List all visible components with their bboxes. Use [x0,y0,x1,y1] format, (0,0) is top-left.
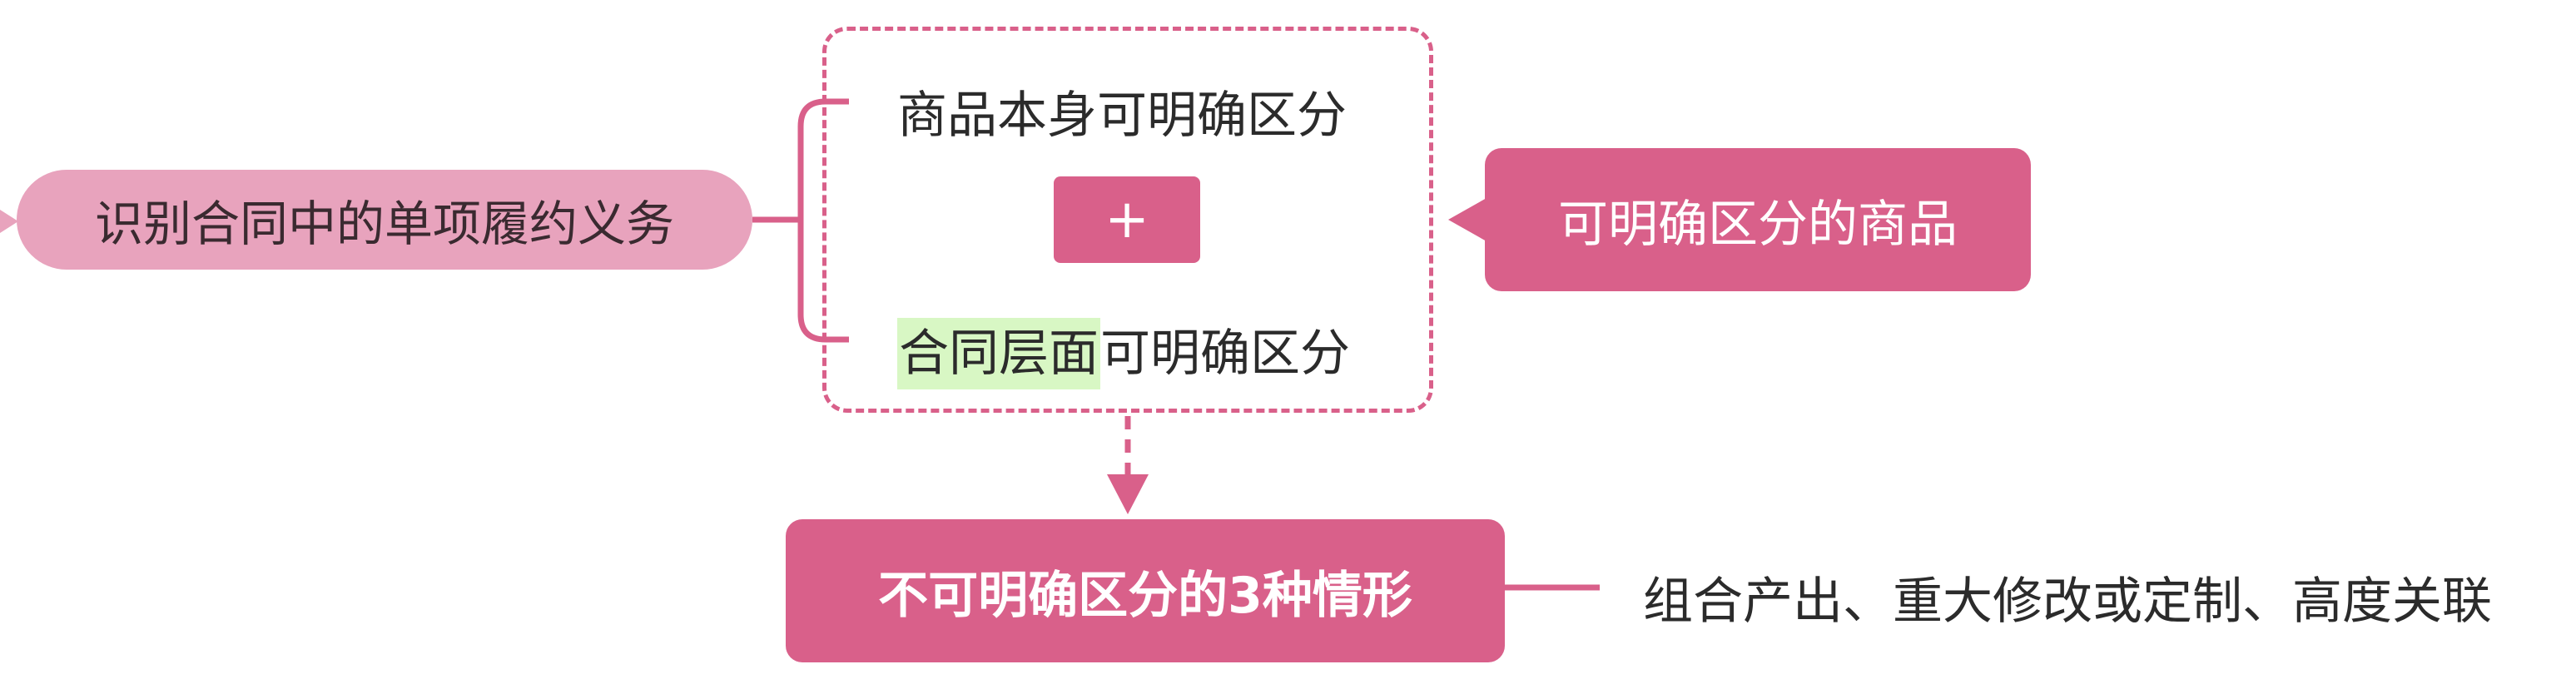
exception-topic[interactable]: 不可明确区分的3种情形 [786,519,1505,662]
plus-label: + [1104,189,1149,250]
condition-item-contract-highlight: 合同层面 [897,318,1100,389]
result-topic-label: 可明确区分的商品 [1558,195,1958,254]
result-left-pointer [1448,198,1487,241]
root-topic[interactable]: 识别合同中的单项履约义务 [17,170,752,270]
result-topic[interactable]: 可明确区分的商品 [1485,148,2031,291]
condition-item-goods[interactable]: 商品本身可明确区分 [897,75,1347,147]
exception-detail[interactable]: 组合产出、重大修改或定制、高度关联 [1643,561,2492,633]
group-to-bottom-arrowhead [1107,474,1149,514]
root-left-pointer [0,210,18,233]
condition-group-boundary [822,27,1433,413]
condition-item-goods-label: 商品本身可明确区分 [897,87,1347,145]
plus-node[interactable]: + [1054,176,1200,263]
condition-item-contract[interactable]: 合同层面可明确区分 [897,313,1350,389]
bracket-connector [797,98,849,343]
exception-topic-label: 不可明确区分的3种情形 [878,566,1412,625]
exception-detail-label: 组合产出、重大修改或定制、高度关联 [1643,573,2492,631]
root-topic-label: 识别合同中的单项履约义务 [94,196,674,252]
condition-item-contract-rest: 可明确区分 [1100,325,1350,383]
